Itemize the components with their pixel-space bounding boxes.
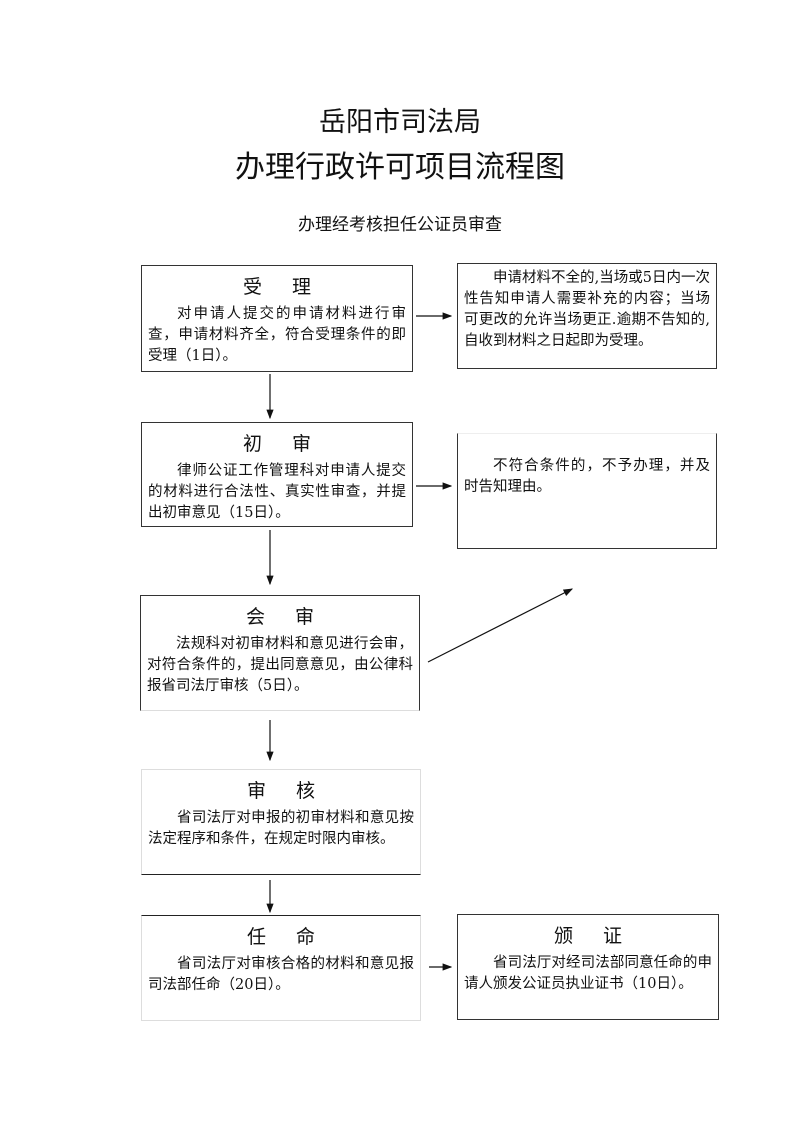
step-text: 法规科对初审材料和意见进行会审，对符合条件的，提出同意意见，由公律科报省司法厅审… [147, 636, 413, 694]
note-text: 申请材料不全的,当场或5日内一次性告知申请人需要补充的内容；当场可更改的允许当场… [464, 270, 710, 349]
step-title: 会审 [245, 606, 344, 628]
note-incomplete-materials: 申请材料不全的,当场或5日内一次性告知申请人需要补充的内容；当场可更改的允许当场… [457, 263, 717, 369]
step-accept: 受理 对申请人提交的申请材料进行审查，申请材料齐全，符合受理条件的即受理（1日）… [141, 265, 413, 372]
step-title: 颁证 [553, 925, 652, 947]
org-title: 岳阳市司法局 [319, 107, 481, 138]
step-text: 省司法厅对经司法部同意任命的申请人颁发公证员执业证书（10日）。 [464, 955, 712, 992]
step-preliminary-review: 初审 律师公证工作管理科对申请人提交的材料进行合法性、真实性审查，并提出初审意见… [141, 422, 413, 527]
step-appointment: 任命 省司法厅对审核合格的材料和意见报司法部任命（20日）。 [141, 915, 421, 1021]
step-text: 省司法厅对审核合格的材料和意见报司法部任命（20日）。 [148, 956, 414, 993]
step-title: 初审 [242, 433, 341, 455]
step-issue-certificate: 颁证 省司法厅对经司法部同意任命的申请人颁发公证员执业证书（10日）。 [457, 914, 719, 1020]
step-text: 对申请人提交的申请材料进行审查，申请材料齐全，符合受理条件的即受理（1日）。 [148, 306, 406, 364]
step-text: 省司法厅对申报的初审材料和意见按法定程序和条件，在规定时限内审核。 [148, 810, 414, 847]
step-title: 受理 [242, 276, 341, 298]
page-title: 办理行政许可项目流程图 [235, 150, 565, 185]
step-text: 律师公证工作管理科对申请人提交的材料进行合法性、真实性审查，并提出初审意见（15… [148, 463, 406, 521]
arrow-diagonal [427, 588, 574, 663]
step-title: 审核 [246, 780, 345, 802]
step-audit: 审核 省司法厅对申报的初审材料和意见按法定程序和条件，在规定时限内审核。 [141, 769, 421, 875]
note-not-qualified: 不符合条件的，不予办理，并及时告知理由。 [457, 433, 717, 549]
step-title: 任命 [246, 926, 345, 948]
note-text: 不符合条件的，不予办理，并及时告知理由。 [464, 458, 710, 495]
step-joint-review: 会审 法规科对初审材料和意见进行会审，对符合条件的，提出同意意见，由公律科报省司… [140, 595, 420, 711]
subtitle: 办理经考核担任公证员审查 [298, 215, 502, 235]
